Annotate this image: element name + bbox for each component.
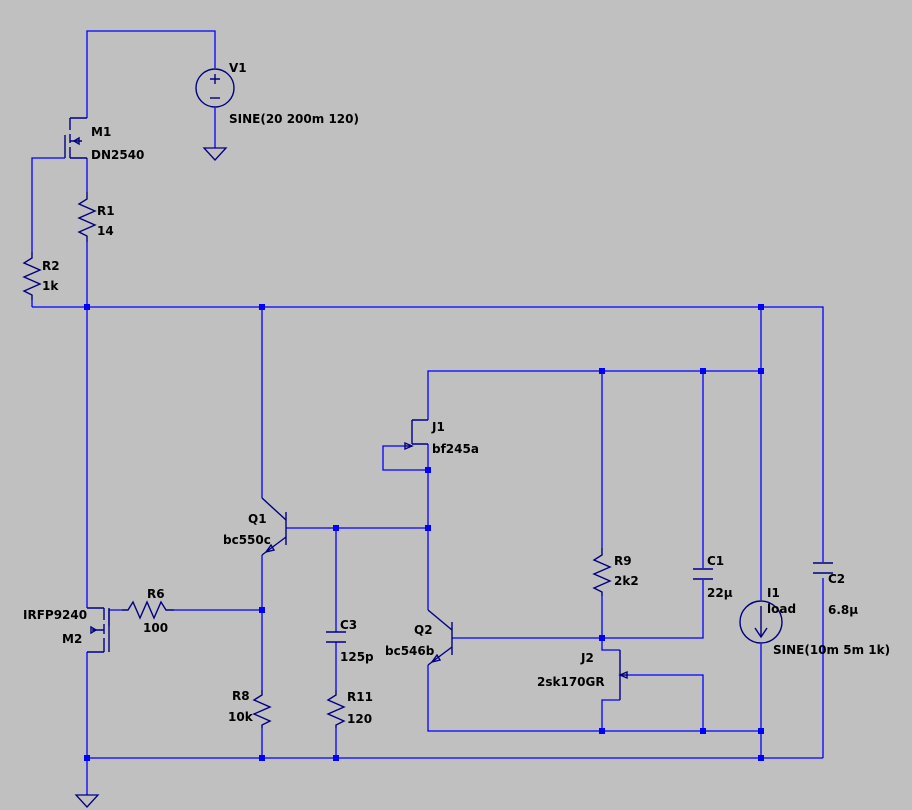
q1-value-label: bc550c: [223, 533, 271, 547]
npn-transistor-q1[interactable]: [261, 497, 287, 556]
m2-name-label: M2: [62, 632, 82, 646]
ground-icon: [74, 794, 100, 808]
q2-value-label: bc546b: [385, 644, 435, 658]
r11-name-label: R11: [347, 690, 373, 704]
r8-name-label: R8: [232, 689, 250, 703]
jfet-j2[interactable]: [618, 650, 628, 700]
r6-name-label: R6: [147, 587, 165, 601]
r1-value-label: 14: [97, 224, 114, 238]
nmos-m1[interactable]: [64, 117, 87, 159]
m1-name-label: M1: [91, 125, 111, 139]
m2-value-label: IRFP9240: [23, 608, 87, 622]
npn-transistor-q2[interactable]: [427, 609, 453, 666]
r6-value-label: 100: [143, 621, 168, 635]
r9-name-label: R9: [614, 554, 632, 568]
j2-value-label: 2sk170GR: [537, 675, 605, 689]
wires: [31, 30, 824, 795]
c3-name-label: C3: [340, 618, 357, 632]
resistor-r9[interactable]: [592, 548, 612, 596]
ground-icon: [202, 147, 228, 161]
i1-name-label: I1: [767, 586, 780, 600]
c1-name-label: C1: [707, 554, 724, 568]
j1-name-label: J1: [431, 420, 445, 434]
q2-name-label: Q2: [414, 623, 433, 637]
v1-value-label: SINE(20 200m 120): [229, 112, 359, 126]
capacitor-c1[interactable]: [693, 568, 713, 580]
c2-value-label: 6.8µ: [828, 603, 858, 617]
pmos-m2[interactable]: [87, 607, 110, 653]
r8-value-label: 10k: [228, 710, 254, 724]
voltage-source-v1[interactable]: [195, 68, 235, 108]
m1-value-label: DN2540: [91, 148, 144, 162]
capacitor-c2[interactable]: [813, 562, 833, 574]
r9-value-label: 2k2: [614, 574, 639, 588]
c3-value-label: 125p: [340, 650, 374, 664]
i1-load-label: load: [767, 602, 796, 616]
resistor-r6[interactable]: [122, 600, 174, 620]
v1-name-label: V1: [229, 61, 247, 75]
capacitor-c3[interactable]: [326, 631, 346, 643]
r2-value-label: 1k: [42, 279, 59, 293]
junction-dots: [84, 304, 764, 761]
resistor-r11[interactable]: [326, 690, 346, 728]
c1-value-label: 22µ: [707, 586, 733, 600]
resistor-r1[interactable]: [77, 192, 97, 242]
j2-name-label: J2: [580, 651, 594, 665]
resistor-r2[interactable]: [22, 252, 42, 300]
c2-name-label: C2: [828, 572, 845, 586]
current-source-i1[interactable]: [739, 600, 783, 644]
r2-name-label: R2: [42, 259, 60, 273]
i1-value-label: SINE(10m 5m 1k): [773, 643, 890, 657]
jfet-j1[interactable]: [404, 419, 428, 451]
q1-name-label: Q1: [248, 512, 267, 526]
j1-value-label: bf245a: [432, 442, 479, 456]
r11-value-label: 120: [347, 712, 372, 726]
r1-name-label: R1: [97, 204, 115, 218]
resistor-r8[interactable]: [252, 690, 272, 728]
